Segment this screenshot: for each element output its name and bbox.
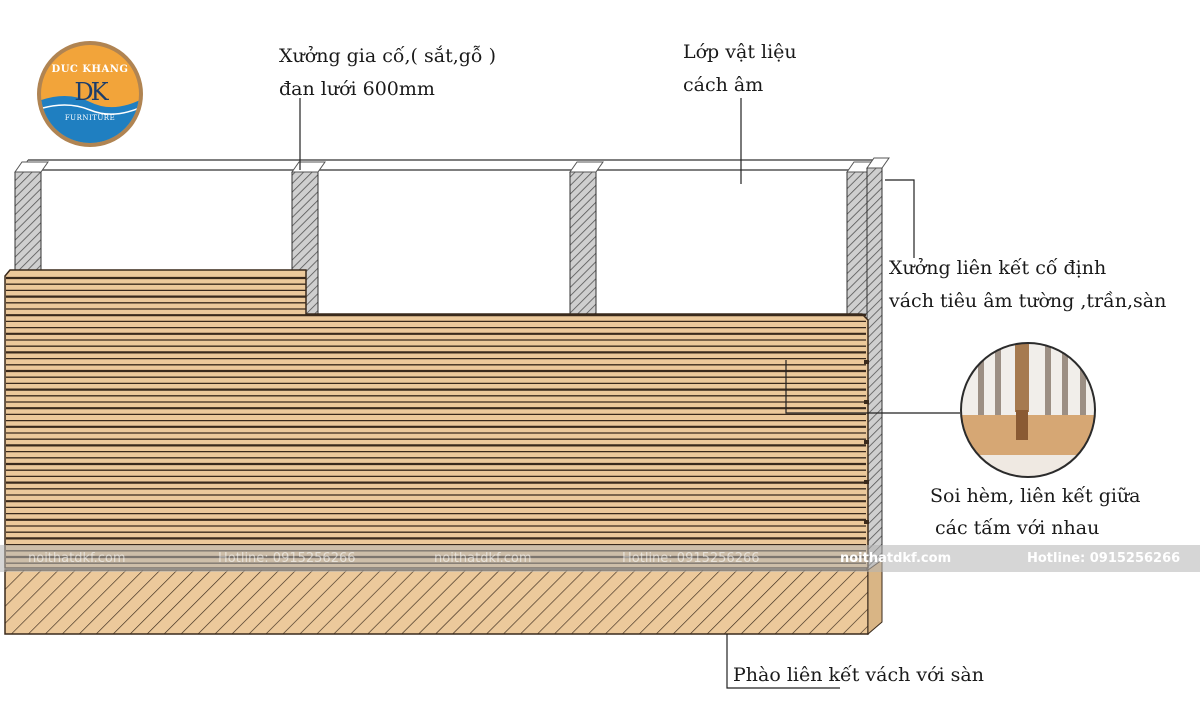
top-frame-rail [21,159,880,171]
frame-fixing-points [864,360,869,524]
reinforcement-stud-3 [569,161,604,315]
label-skirting: Phào liên kết vách với sàn [733,664,984,686]
leader-connecting-frame [885,179,915,258]
tongue-groove-detail [960,342,1096,478]
watermark-hotline: Hotline: 0915256266 [1027,551,1181,566]
side-connecting-frame [866,157,890,619]
logo-monogram: DK [74,78,108,106]
watermark-hotline: Hotline: 0915256266 [622,551,760,566]
logo-brand-name: DUC KHANG [51,64,129,75]
leader-skirting [726,634,840,689]
label-connecting-frame-line2: vách tiêu âm tường ,trần,sàn [889,290,1167,312]
watermark-website: noithatdkf.com [840,551,952,566]
label-reinforcement-frame-line1: Xưởng gia cố,( sắt,gỗ ) [279,45,496,67]
skirting-board [4,559,883,636]
watermark-hotline: Hotline: 0915256266 [218,551,356,566]
duc-khang-logo: DUC KHANG DK FURNITURE [36,40,144,148]
label-tongue-groove-line1: Soi hèm, liên kết giữa [930,485,1141,507]
label-reinforcement-frame-line2: đan lưới 600mm [279,78,435,100]
label-connecting-frame-line1: Xưởng liên kết cố định [889,257,1107,279]
label-sound-layer-line1: Lớp vật liệu [683,41,797,63]
panel-slat-lines [6,276,866,564]
watermark-website: noithatdkf.com [434,551,532,566]
detail-slots [978,345,1086,420]
leader-lines [299,98,960,689]
label-tongue-groove-line2: các tấm với nhau [935,517,1100,539]
watermark-website: noithatdkf.com [28,551,126,566]
leader-tongue-groove [785,360,960,414]
logo-tagline: FURNITURE [64,114,116,122]
logo-emblem-icon [37,41,143,147]
watermark-band [0,545,1200,572]
label-sound-layer-line2: cách âm [683,74,764,96]
reinforcement-stud-1 [14,161,49,273]
